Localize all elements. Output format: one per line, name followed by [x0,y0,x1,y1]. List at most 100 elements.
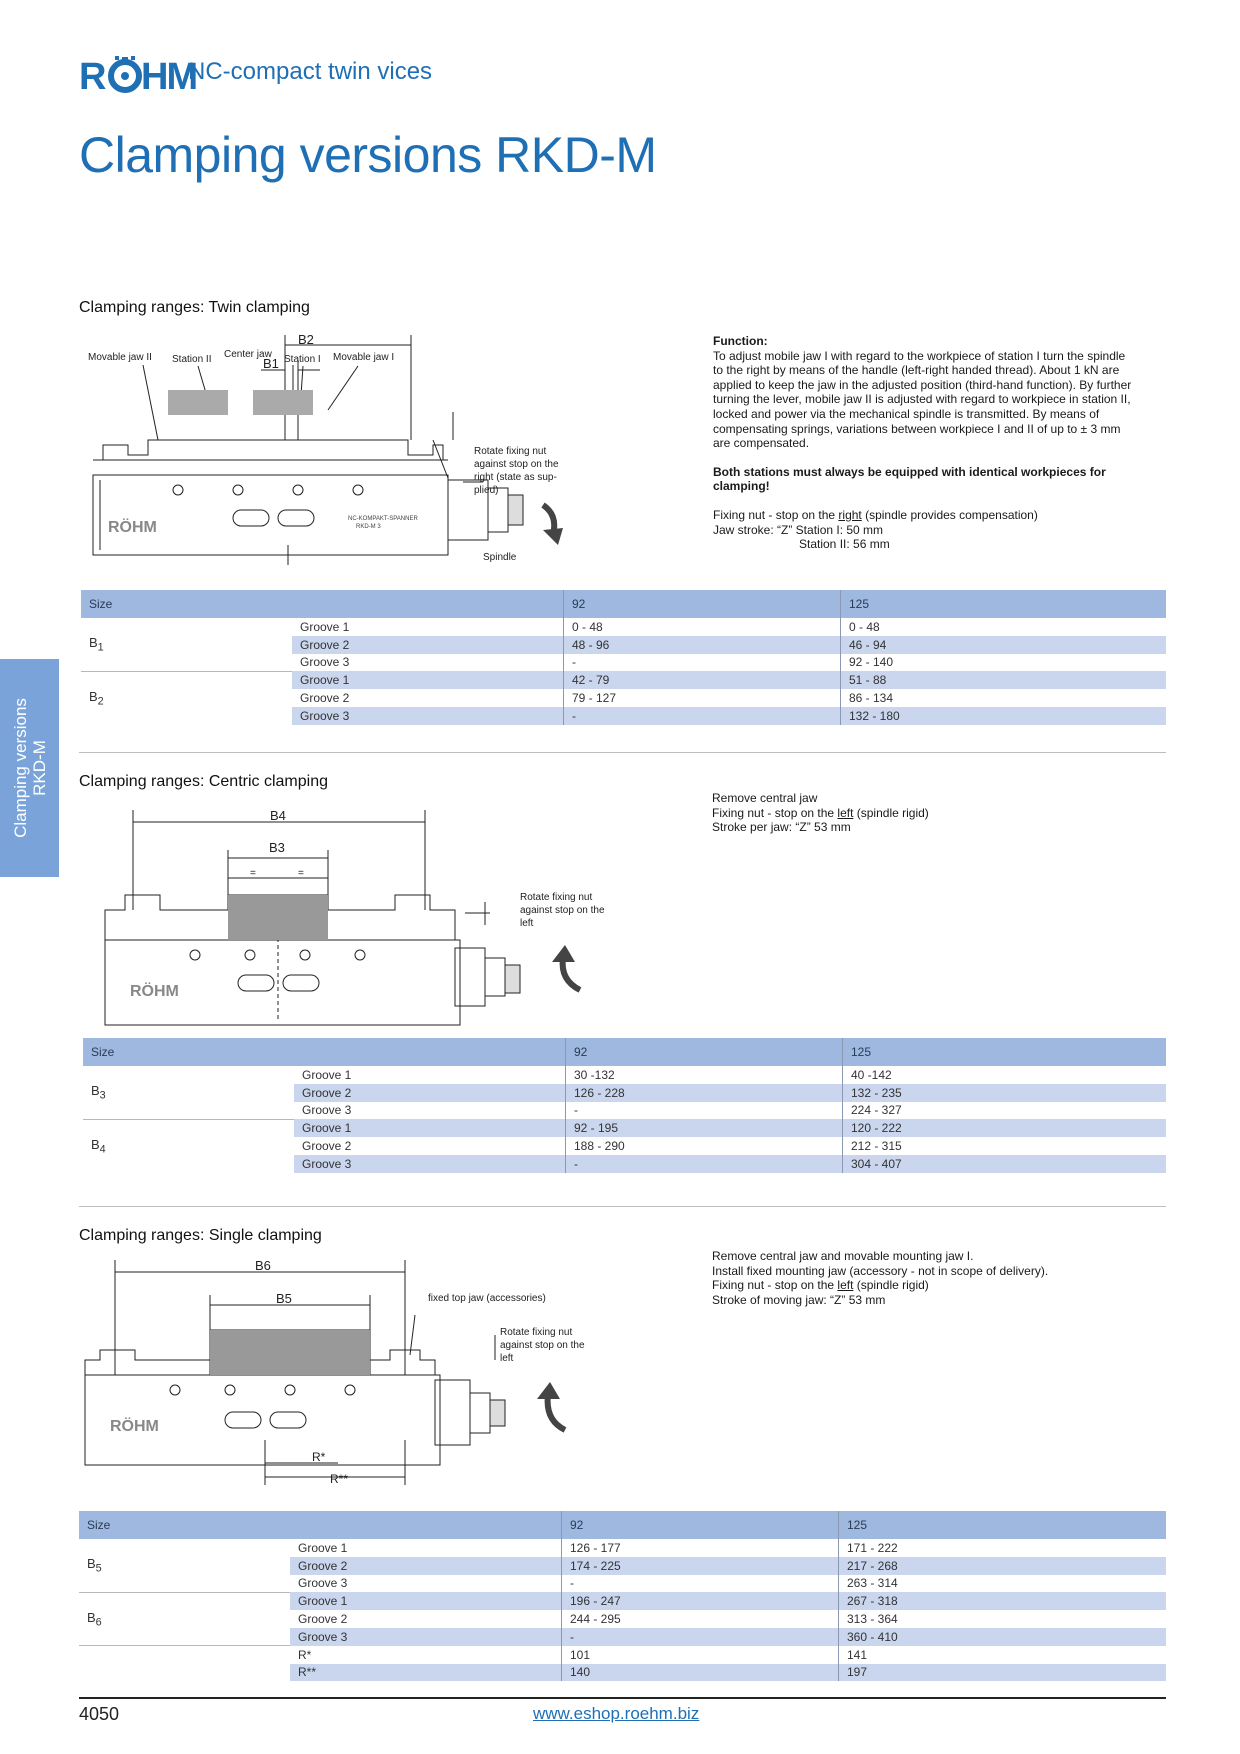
table-row: Groove 3-92 - 140 [81,653,1166,672]
value-125: 120 - 222 [842,1119,1166,1138]
svg-text:R: R [79,56,106,94]
value-92: 188 - 290 [565,1137,843,1155]
value-92: 0 - 48 [563,618,841,636]
svg-text:HM: HM [141,56,196,94]
groove-cell: Groove 2 [300,691,350,706]
page-number: 4050 [79,1704,120,1724]
value-125: 132 - 235 [842,1083,1166,1102]
svg-text:B3: B3 [269,840,285,855]
svg-text:against stop on the: against stop on the [520,905,605,916]
svg-text:RKD-M 3: RKD-M 3 [356,524,381,530]
twin-nut-line: Fixing nut - stop on the right (spindle … [713,507,1038,522]
table-row: Groove 3-263 - 314 [79,1574,1166,1593]
svg-text:right (state as sup-: right (state as sup- [474,472,557,483]
col-125-header: 125 [840,590,1166,618]
rotate-arrow-icon [544,1394,567,1433]
col-125-header: 125 [842,1038,1166,1066]
svg-text:against stop on the: against stop on the [500,1340,585,1351]
svg-text:left: left [500,1353,514,1364]
svg-text:Spindle: Spindle [483,552,517,563]
col-92-header: 92 [565,1038,843,1066]
value-92: 79 - 127 [563,689,841,707]
value-92: 174 - 225 [561,1556,839,1575]
groove-cell: Groove 1 [302,1067,352,1082]
value-125: 86 - 134 [840,689,1166,707]
function-text: To adjust mobile jaw I with regard to th… [713,348,1132,451]
value-92: - [565,1101,843,1120]
value-92: 140 [561,1663,839,1682]
value-125: 141 [838,1645,1166,1664]
twin-stroke1: Jaw stroke: “Z” Station I: 50 mm [713,522,884,537]
svg-text:R**: R** [330,1472,348,1486]
svg-text:=: = [250,868,256,879]
value-92: - [561,1574,839,1593]
shop-link[interactable]: www.eshop.roehm.biz [533,1704,700,1723]
product-line: NC-compact twin vices [188,58,433,85]
value-125: 51 - 88 [840,671,1166,690]
value-125: 197 [838,1663,1166,1682]
svg-text:B5: B5 [276,1291,292,1306]
dimension-label: B5 [87,1556,102,1575]
value-125: 0 - 48 [840,618,1166,636]
groove-cell: Groove 3 [290,1627,562,1646]
value-92: 196 - 247 [561,1592,839,1611]
value-125: 360 - 410 [838,1627,1166,1646]
svg-text:against stop on the: against stop on the [474,459,559,470]
groove-cell: Groove 2 [292,635,564,654]
groove-cell: Groove 3 [292,706,564,725]
groove-cell: R* [298,1647,312,1662]
svg-text:plied): plied) [474,485,498,496]
svg-text:NC-KOMPAKT-SPANNER: NC-KOMPAKT-SPANNER [348,516,418,522]
svg-text:B4: B4 [270,810,286,823]
twin-diagram: B2 B1 Movable jaw II Station II Center j… [88,332,563,565]
rotate-arrow-icon [559,957,582,993]
groove-cell: Groove 1 [290,1592,562,1611]
svg-text:R*: R* [312,1450,326,1464]
groove-cell: Groove 1 [300,619,350,634]
dimension-label: B1 [89,635,104,654]
svg-text:Rotate fixing nut: Rotate fixing nut [500,1327,572,1338]
svg-text:left: left [520,918,534,929]
table-row: Groove 3-360 - 410 [79,1627,1166,1646]
groove-cell: Groove 3 [298,1576,348,1591]
groove-cell: Groove 2 [290,1556,562,1575]
size-header: Size [81,590,292,618]
value-92: 92 - 195 [565,1119,843,1138]
size-header: Size [83,1038,294,1066]
divider [79,1206,1166,1207]
roehm-logo: R HM [79,56,217,98]
svg-text:Movable jaw I: Movable jaw I [333,352,394,363]
value-125: 304 - 407 [842,1154,1166,1173]
svg-text:Movable jaw II: Movable jaw II [88,352,152,363]
function-title: Function: [713,334,768,348]
dimension-label: B4 [83,1118,294,1173]
value-92: 48 - 96 [563,635,841,654]
size-header: Size [79,1511,290,1539]
svg-text:B6: B6 [255,1258,271,1273]
value-125: 40 -142 [842,1066,1166,1084]
value-125: 267 - 318 [838,1592,1166,1611]
single-heading: Clamping ranges: Single clamping [79,1227,322,1244]
value-125: 217 - 268 [838,1556,1166,1575]
groove-cell: Groove 1 [298,1540,348,1555]
centric-diagram: B4 B3 = = Rotate fixing nut against stop… [104,810,605,1026]
groove-cell: Groove 3 [300,655,350,670]
value-125: 46 - 94 [840,635,1166,654]
svg-text:RÖHM: RÖHM [110,1416,159,1435]
groove-cell: Groove 2 [294,1083,566,1102]
side-tab-line2: RKD-M [29,740,49,796]
value-92: - [563,653,841,672]
centric-notes: Remove central jaw Fixing nut - stop on … [712,791,929,835]
twin-heading: Clamping ranges: Twin clamping [79,299,310,316]
